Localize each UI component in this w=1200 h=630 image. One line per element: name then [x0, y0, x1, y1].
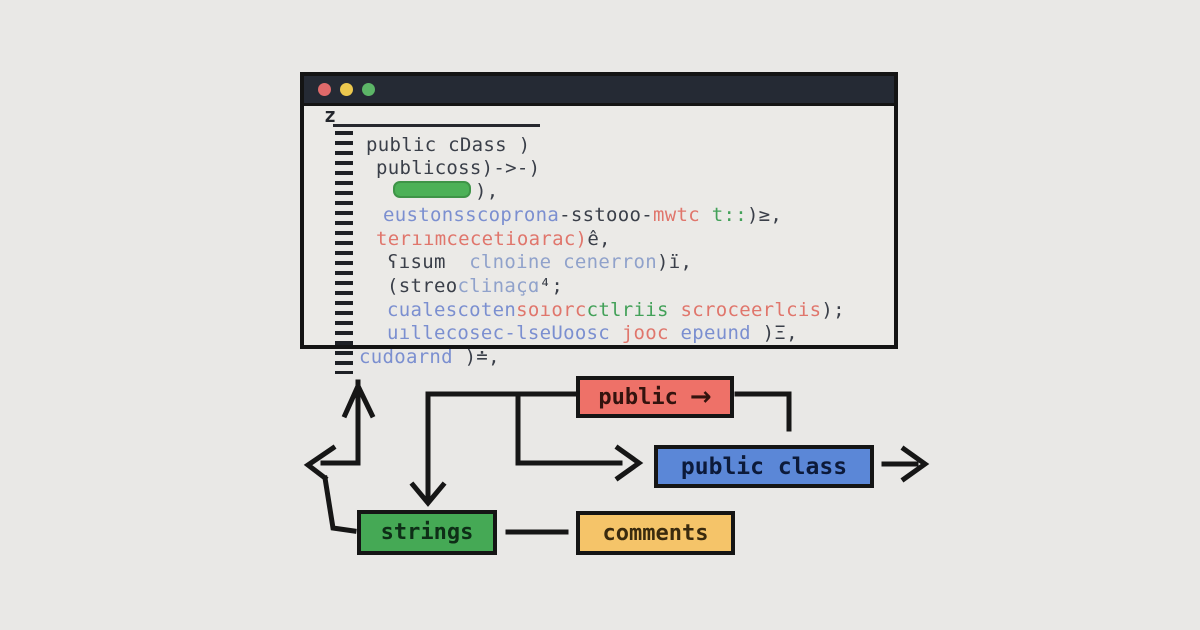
margin-z-glyph: z: [324, 103, 337, 127]
code-token: scroceerlcis: [668, 299, 822, 321]
code-token: )Ξ,: [762, 322, 798, 344]
code-line: public cDass ): [366, 135, 530, 155]
code-token: publicoss)->-): [376, 157, 541, 179]
code-line: ),: [393, 181, 498, 201]
code-token: ),: [475, 180, 499, 202]
box-label: public: [598, 384, 678, 410]
code-token: public cDass ): [366, 134, 531, 156]
code-token: cualescoten: [387, 299, 517, 321]
code-token: -sstooo-: [559, 204, 654, 226]
code-token: eustonsscoprona: [383, 204, 560, 226]
code-token: epeund: [668, 322, 763, 344]
code-token: cudoarnd: [359, 346, 465, 368]
line-number-ruler: [335, 131, 353, 374]
code-line: ʕısum clnoine cenerron)ï,: [387, 252, 692, 272]
box-label: strings: [380, 520, 474, 545]
code-token: );: [821, 299, 845, 321]
code-token: (streo: [387, 275, 458, 297]
code-line: terıımcecetioarac)ê,: [376, 229, 611, 249]
green-redaction-pill: [393, 181, 471, 198]
code-line: publicoss)->-): [376, 158, 540, 178]
code-token: t::: [699, 204, 747, 226]
arrow-right-icon: →: [689, 382, 712, 412]
code-token: )≥,: [746, 204, 783, 226]
code-window: [300, 72, 898, 349]
code-line: uıllecosec-lseUoosc jooc epeund )Ξ,: [387, 323, 798, 343]
code-token: ⁴;: [539, 275, 564, 297]
code-token: terıımcecetioarac): [376, 228, 588, 250]
code-token: )≐,: [464, 346, 500, 368]
code-token: )ï,: [657, 251, 693, 273]
flowchart-box-strings: strings: [357, 510, 497, 555]
code-line: eustonsscoprona-sstooo-mwtc t::)≥,: [383, 205, 782, 225]
code-token: ctlriis: [586, 299, 669, 321]
code-token: clinaçɑ: [457, 275, 540, 297]
box-label: comments: [602, 520, 709, 546]
maximize-window-icon: [362, 83, 375, 96]
minimize-window-icon: [340, 83, 353, 96]
code-token: clnoine cenerron: [469, 251, 658, 273]
code-token: ʕısum: [387, 251, 470, 273]
code-token: ê,: [587, 228, 611, 250]
code-line: cudoarnd )≐,: [359, 347, 500, 367]
window-titlebar: [304, 76, 894, 106]
flowchart-box-public-class: public class: [654, 445, 874, 488]
code-token: jooc: [621, 322, 669, 344]
code-token: uıllecosec-lseUoosc: [387, 322, 622, 344]
code-token: mwtc: [653, 204, 700, 226]
flowchart-box-comments: comments: [576, 511, 735, 555]
box-label: public class: [680, 453, 848, 480]
code-token: soıorc: [516, 299, 587, 321]
margin-underline: [333, 124, 540, 127]
flowchart-box-public: public →: [576, 376, 734, 418]
code-line: (streoclinaçɑ⁴;: [387, 276, 563, 296]
close-window-icon: [318, 83, 331, 96]
code-line: cualescotensoıorcctlriis scroceerlcis);: [387, 300, 845, 320]
